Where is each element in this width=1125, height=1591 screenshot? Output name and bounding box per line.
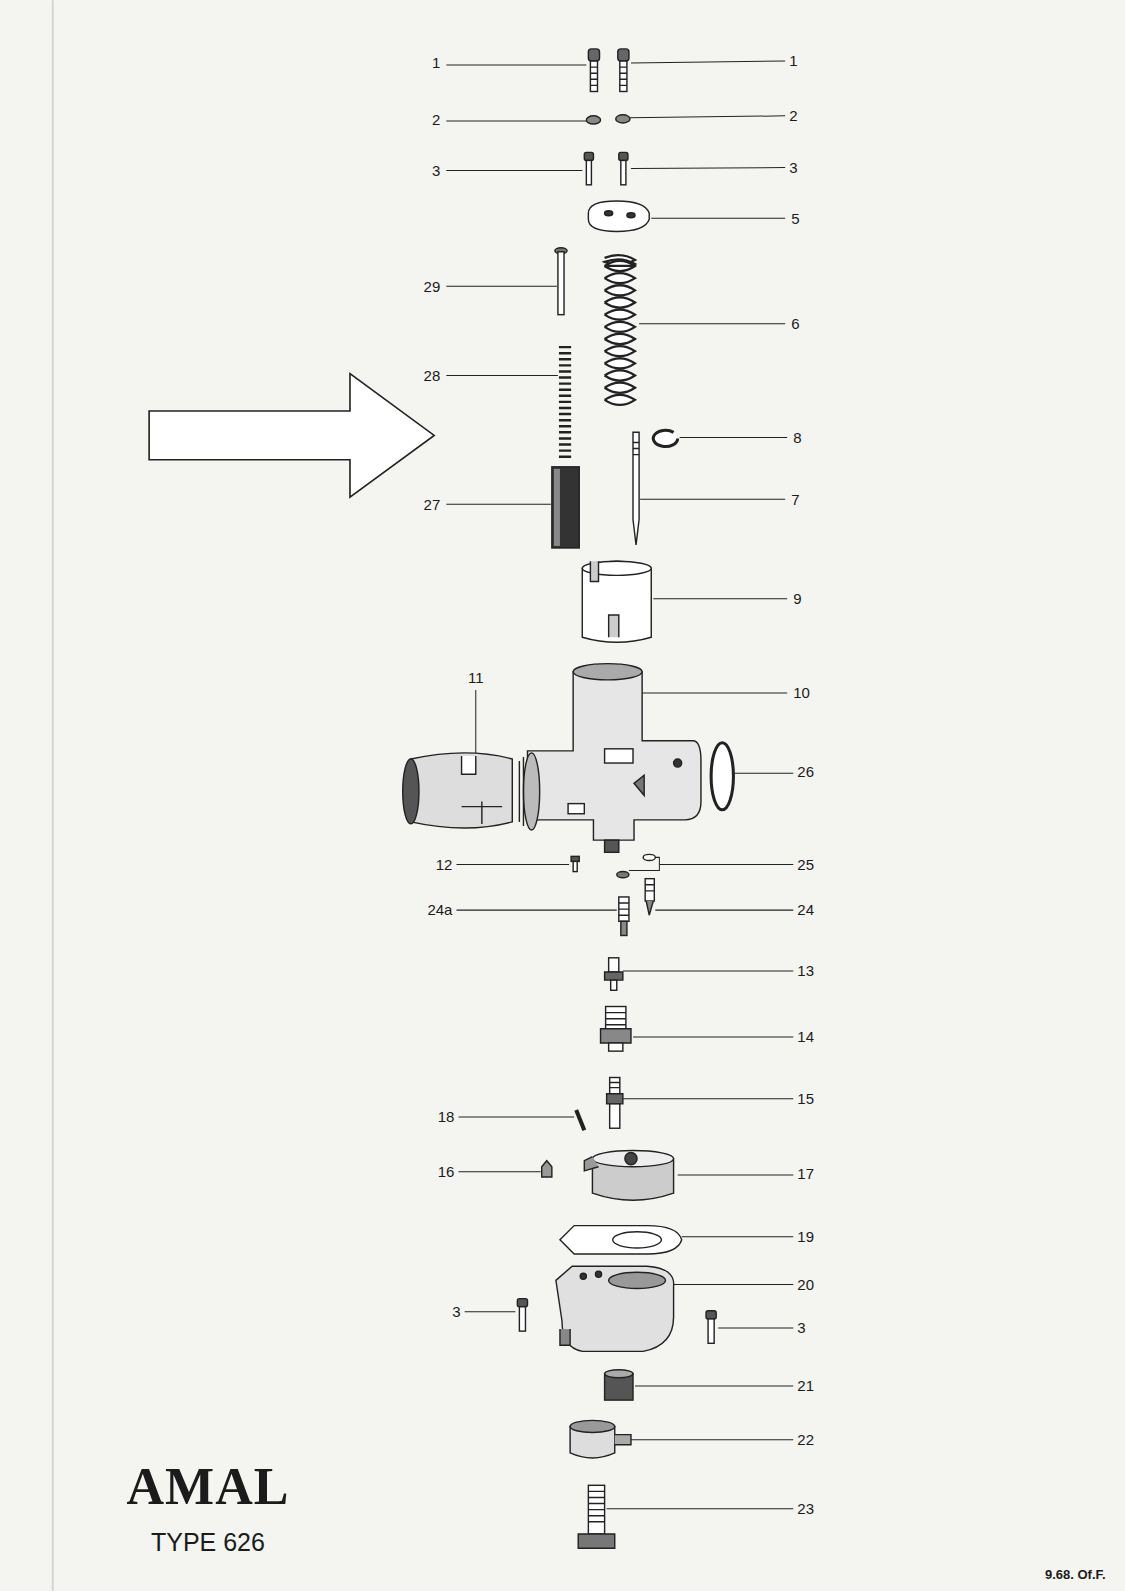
callout-number: 20 [797,1276,814,1293]
callout-number: 25 [797,856,814,873]
callout-number: 10 [793,684,810,701]
callout-number: 3 [797,1319,805,1336]
callout-number: 8 [793,429,801,446]
model-label: TYPE 626 [151,1528,265,1556]
callout-number: 22 [797,1431,814,1448]
callout-number: 7 [791,491,799,508]
callout-number: 3 [432,162,440,179]
callout-number: 1 [789,52,797,69]
callout-number: 2 [789,107,797,124]
callout-number: 1 [432,54,440,71]
callout-number: 12 [436,856,453,873]
callout-number: 9 [793,590,801,607]
callout-number: 5 [791,210,799,227]
callout-number: 24 [797,901,814,918]
callout-number: 29 [424,278,441,295]
callout-number: 2 [432,111,440,128]
date-stamp: 9.68. Of.F. [1045,1566,1106,1583]
callout-number: 15 [797,1090,814,1107]
callout-number: 28 [424,367,441,384]
brand-logo: AMAL [127,1459,290,1515]
callout-number: 6 [791,315,799,332]
callout-number: 23 [797,1500,814,1517]
callout-number: 13 [797,962,814,979]
callout-number: 16 [438,1163,455,1180]
callout-number: 3 [789,159,797,176]
callout-number: 11 [468,669,484,686]
callout-number: 26 [797,763,814,780]
callout-number: 3 [452,1303,460,1320]
callout-number: 21 [797,1377,814,1394]
callout-number: 24a [427,901,452,918]
callout-number: 18 [438,1108,455,1125]
callout-number: 27 [424,496,441,513]
callout-number: 19 [797,1228,814,1245]
callout-number: 14 [797,1028,814,1045]
callout-number: 17 [797,1165,814,1182]
